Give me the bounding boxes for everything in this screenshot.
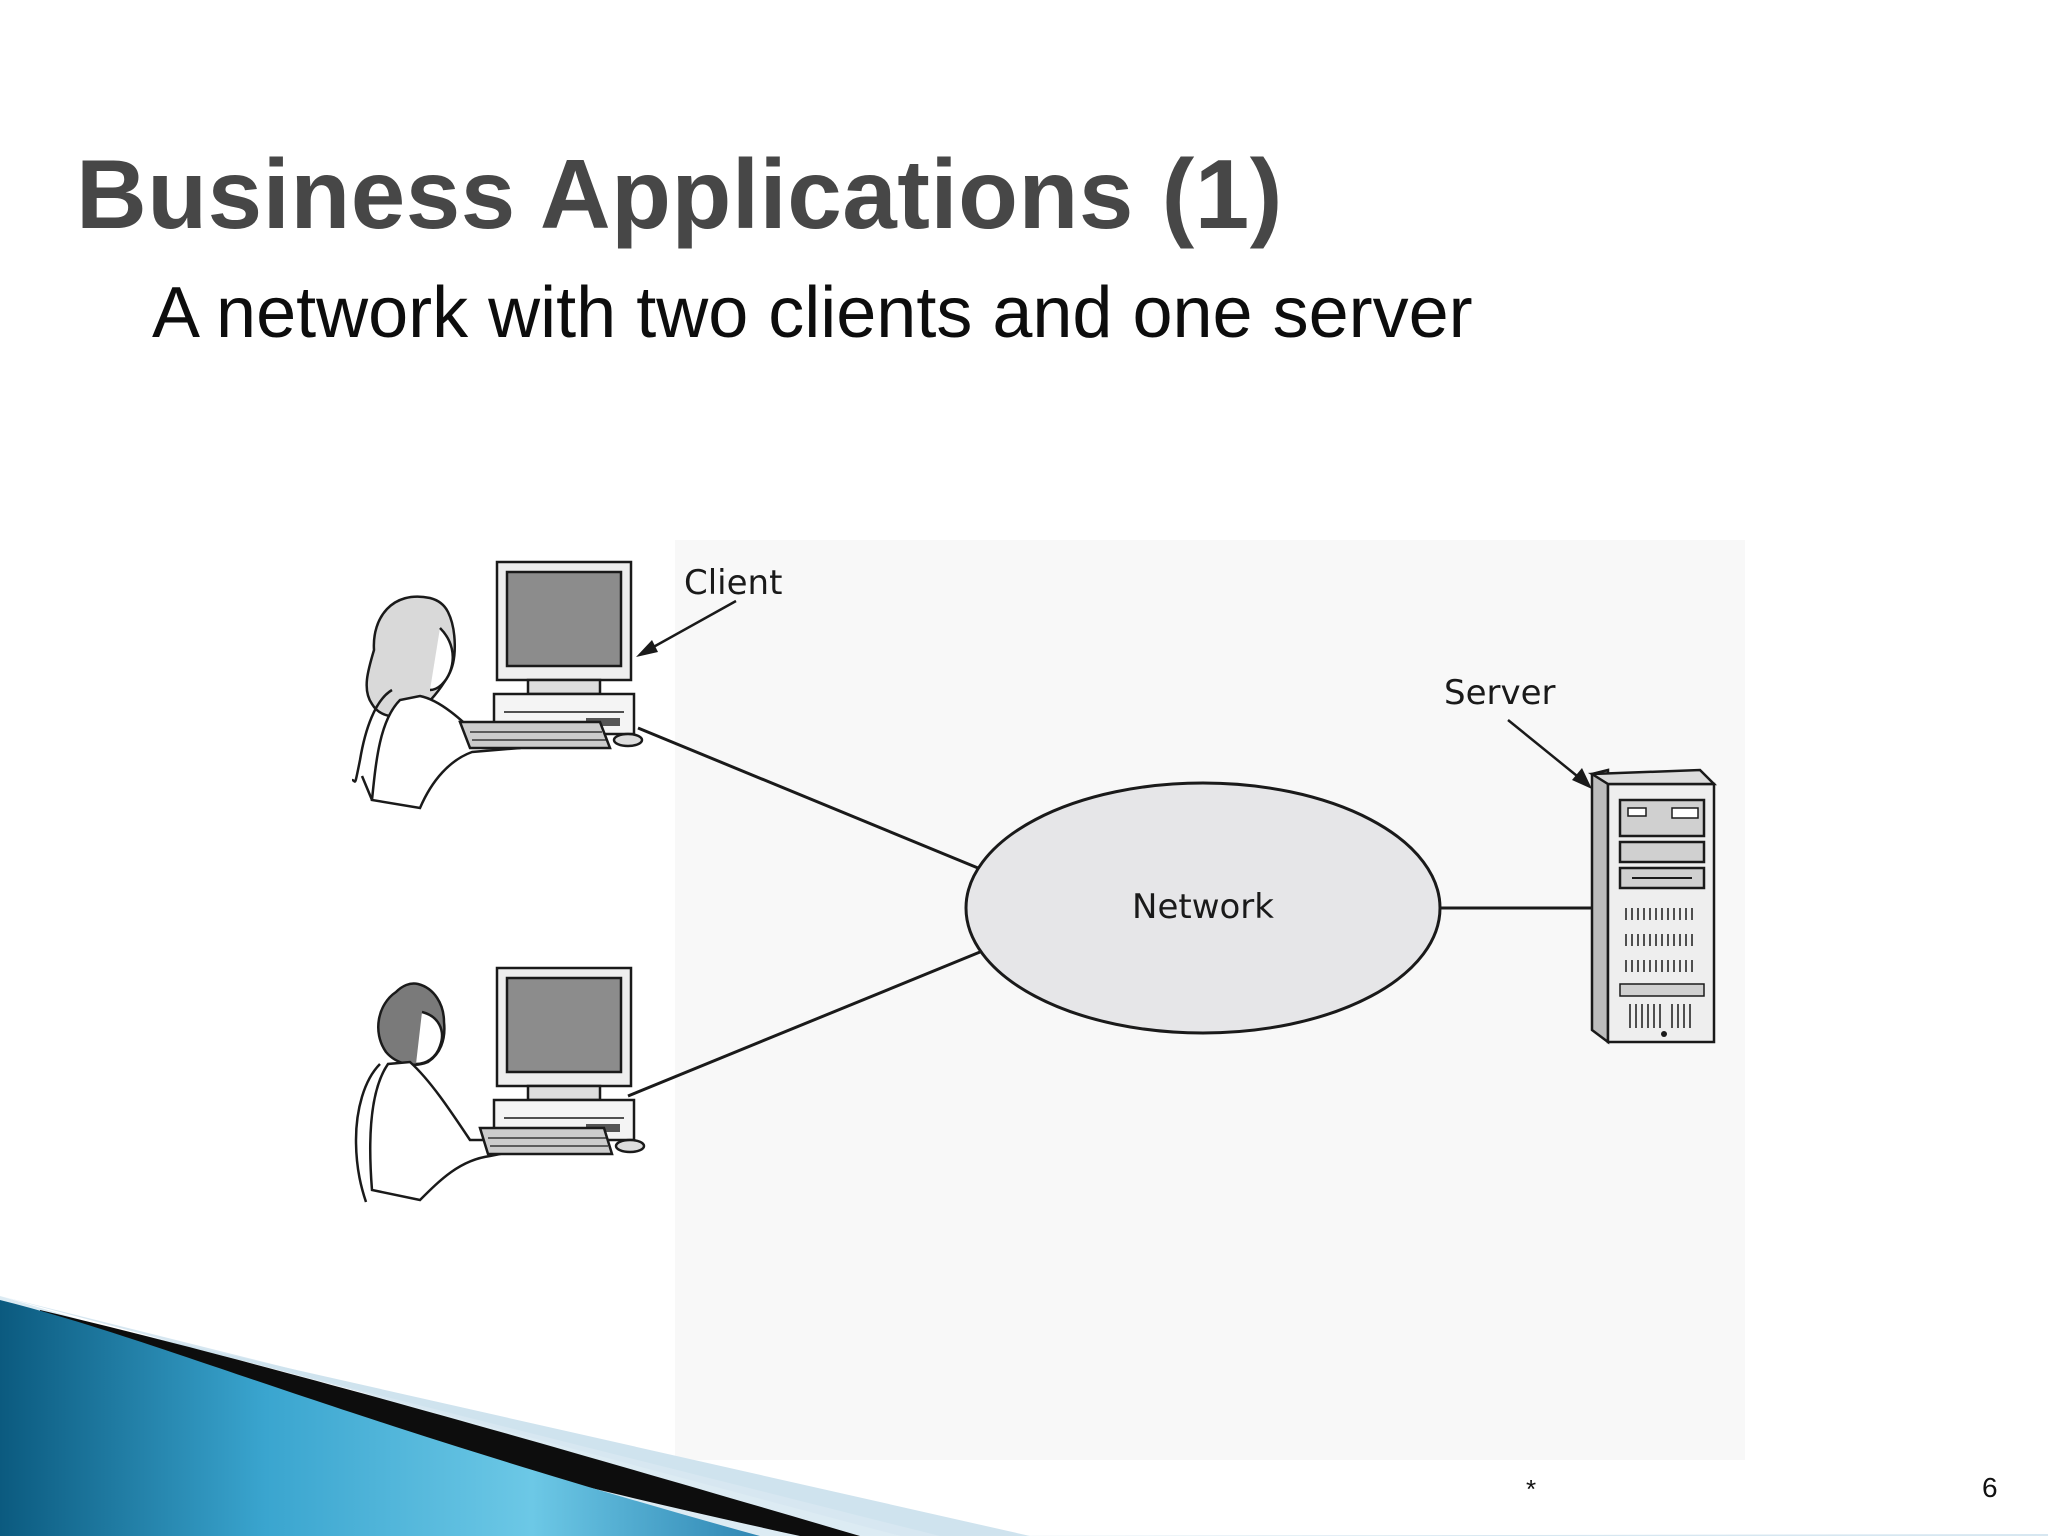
desktop-computer-icon <box>478 966 646 1156</box>
desktop-computer-icon <box>458 560 644 750</box>
client-label: Client <box>684 563 782 603</box>
client2-connection-line <box>627 950 981 1098</box>
client-person-icon <box>354 982 531 1203</box>
network-ellipse <box>964 781 1442 1035</box>
wave-blue-band <box>0 1300 760 1536</box>
footer-mark: * <box>1526 1474 1537 1504</box>
slide-subtitle: A network with two clients and one serve… <box>152 273 1473 353</box>
server-label: Server <box>1444 673 1556 713</box>
monitor-screen <box>505 570 623 668</box>
page-number: 6 <box>1982 1472 1998 1503</box>
client-arrow <box>647 599 737 652</box>
client-arrowhead <box>636 640 658 657</box>
wave-black-band <box>40 1310 860 1536</box>
client1-connection-line <box>637 726 979 870</box>
server-arrow <box>1507 719 1583 781</box>
monitor-screen <box>505 976 623 1074</box>
server-tower-icon <box>1587 768 1718 1045</box>
client-person-icon <box>351 595 534 810</box>
slide-title: Business Applications (1) <box>76 139 1283 249</box>
server-arrowhead <box>1572 768 1592 789</box>
network-label: Network <box>1132 887 1274 927</box>
wave-pale-streak <box>120 1330 1030 1536</box>
